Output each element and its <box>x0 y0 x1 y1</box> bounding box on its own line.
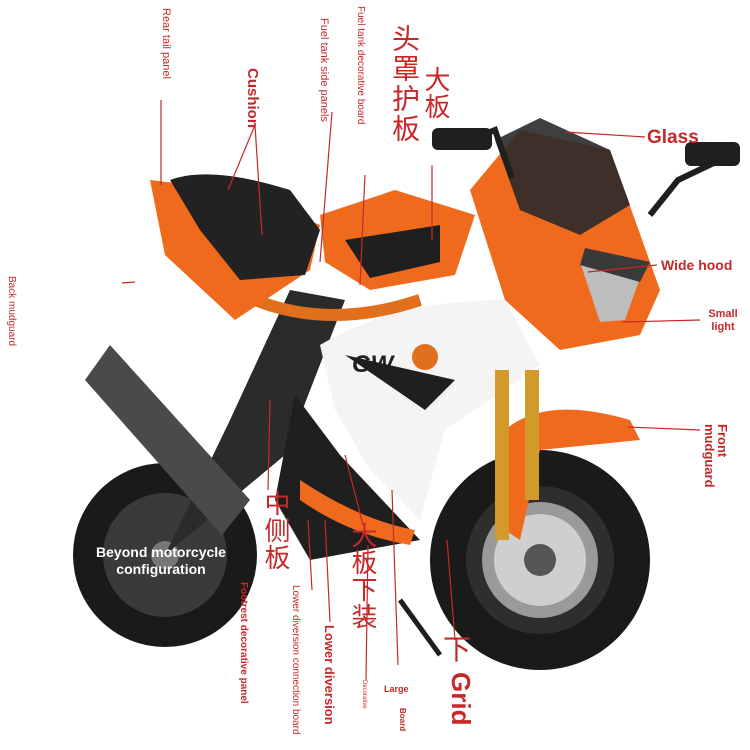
label-large: Large <box>384 684 409 694</box>
label-wide-hood: Wide hood <box>661 257 733 273</box>
windscreen <box>495 118 630 235</box>
label-small-light: Small light <box>708 308 738 333</box>
label-board: Board <box>398 708 407 732</box>
label-front-mudguard: Front mudguard <box>702 424 730 488</box>
front-wheel <box>430 450 650 670</box>
caption-line-1: Beyond motorcycle <box>96 544 226 560</box>
label-lower-diversion: Lower diversion <box>322 625 337 725</box>
callout-lines <box>121 100 701 681</box>
label-middle-side-board: 中侧板 <box>260 490 290 571</box>
label-big-board-lower: 大板下装 <box>347 522 377 630</box>
label-rear-tail-panel: Rear tail panel <box>160 8 172 79</box>
caption: Beyond motorcycle configuration <box>72 544 250 578</box>
label-footrest-decorative-panel: Footrest decorative panel <box>238 582 249 704</box>
label-grid: Grid <box>446 672 476 726</box>
label-head-cover-guard: 头罩护板 <box>388 24 421 144</box>
seat-shape <box>170 174 320 280</box>
label-back-mudguard: Back mudguard <box>6 276 17 347</box>
bike-badge: GW <box>352 351 396 378</box>
white-fairing <box>320 300 540 520</box>
label-fuel-tank-side-panels: Fuel tank side panels <box>318 18 330 122</box>
label-fuel-tank-side-panels-line1: Fuel tank side panels <box>318 18 330 122</box>
label-lower-cn: 下 <box>443 633 472 666</box>
label-glass: Glass <box>647 127 699 148</box>
label-decorative: Decorative <box>361 680 367 709</box>
label-big-board: 大板 <box>420 66 450 120</box>
label-lower-diversion-connection-board: Lower diversion connection board <box>290 585 301 735</box>
label-cushion: Cushion <box>244 68 261 128</box>
label-fuel-tank-decorative-board: Fuel tank decorative board <box>355 6 366 125</box>
exhaust <box>85 345 250 535</box>
caption-line-2: configuration <box>116 561 206 577</box>
